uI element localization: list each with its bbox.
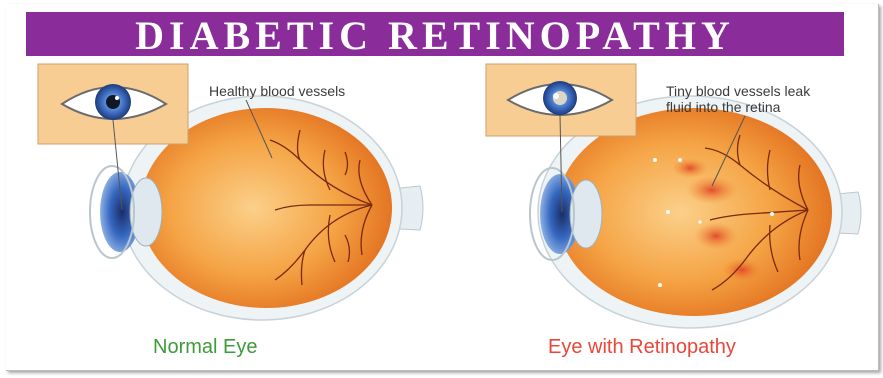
- caption-normal-eye: Normal Eye: [153, 336, 257, 358]
- annotation-healthy-vessels: Healthy blood vessels: [209, 83, 345, 99]
- hemorrhage: [694, 222, 738, 250]
- normal-eye-diagram: [38, 64, 423, 320]
- caption-eye-with-retinopathy: Eye with Retinopathy: [548, 336, 736, 358]
- hemorrhage: [672, 158, 708, 178]
- annotation-leak-line1: Tiny blood vessels leak: [666, 83, 810, 99]
- hemorrhage: [686, 176, 738, 204]
- annotation-leak-line2: fluid into the retina: [666, 99, 780, 115]
